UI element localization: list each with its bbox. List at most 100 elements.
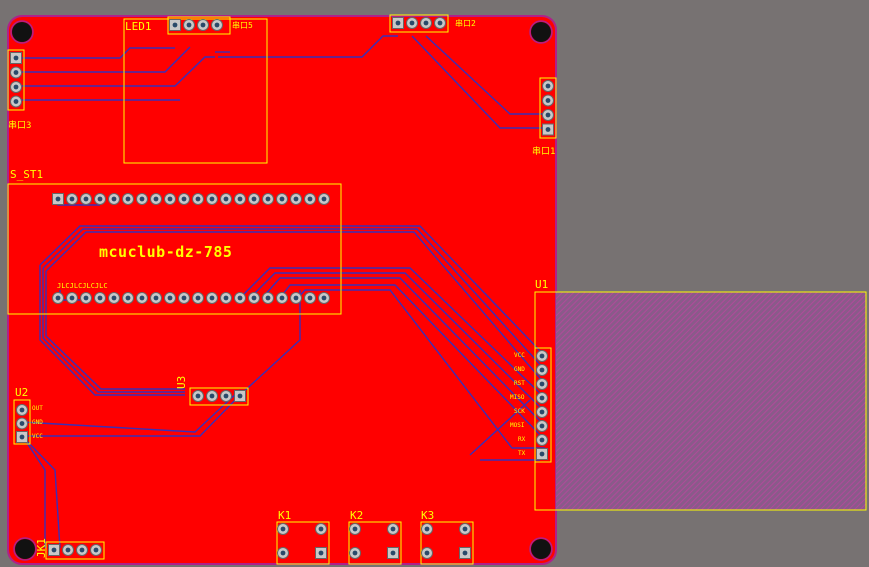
label-s-st1: S_ST1 xyxy=(10,168,44,181)
pad-round xyxy=(542,80,554,92)
pad-round xyxy=(536,406,548,418)
mounting-holes xyxy=(10,20,553,561)
pad-round xyxy=(206,292,218,304)
pad-round xyxy=(192,390,204,402)
pad-round xyxy=(80,193,92,205)
pad-round xyxy=(420,17,432,29)
label-u1: U1 xyxy=(535,278,549,291)
pad-square xyxy=(387,547,399,559)
pad-round xyxy=(122,292,134,304)
pads xyxy=(10,17,554,559)
label-k1: K1 xyxy=(278,509,292,522)
label-s-st1-bottom: JLCJLCJLCJLC xyxy=(57,282,108,290)
pad-round xyxy=(16,404,28,416)
pad-round xyxy=(136,292,148,304)
pad-round xyxy=(178,292,190,304)
pad-round xyxy=(304,292,316,304)
pad-round xyxy=(108,292,120,304)
pad-round xyxy=(234,292,246,304)
pad-round xyxy=(206,390,218,402)
label-con-top-right: 串口2 xyxy=(455,19,476,28)
pad-round xyxy=(421,547,433,559)
pad-round xyxy=(16,417,28,430)
pad-round xyxy=(220,390,232,402)
pad-square xyxy=(48,544,60,556)
pad-round xyxy=(304,193,316,205)
pad-round xyxy=(211,19,223,31)
pad-round xyxy=(164,292,176,304)
pad-round xyxy=(10,81,22,93)
pad-round xyxy=(536,434,548,446)
pad-round xyxy=(536,350,548,362)
pad-square xyxy=(542,123,554,136)
pad-round xyxy=(277,523,289,535)
pad-round xyxy=(248,292,260,304)
pad-round xyxy=(421,523,433,535)
label-u2: U2 xyxy=(15,386,29,399)
pad-square xyxy=(392,17,404,29)
pad-square xyxy=(169,19,181,31)
u1-pin-mosi: MOSI xyxy=(510,422,525,429)
u2-pin-out: OUT xyxy=(32,405,43,412)
u1-pin-gnd: GND xyxy=(514,366,525,373)
pad-round xyxy=(90,544,102,556)
pad-round xyxy=(206,193,218,205)
label-k2: K2 xyxy=(350,509,364,522)
copper-pour xyxy=(9,17,555,563)
pad-round xyxy=(315,523,327,535)
u1-pin-vcc: VCC xyxy=(514,352,525,359)
u1-pin-rx: RX xyxy=(518,436,526,443)
pad-round xyxy=(164,193,176,205)
label-led1: LED1 xyxy=(125,20,152,33)
pad-round xyxy=(220,193,232,205)
label-u3: U3 xyxy=(175,375,188,389)
pad-round xyxy=(536,420,548,432)
pad-square xyxy=(315,547,327,559)
pad-round xyxy=(220,292,232,304)
pad-round xyxy=(406,17,418,29)
u2-pin-gnd: GND xyxy=(32,419,43,426)
traces xyxy=(15,35,548,549)
pad-square xyxy=(52,193,64,205)
pad-round xyxy=(108,193,120,205)
pad-round xyxy=(183,19,195,31)
label-jk1: JK1 xyxy=(35,538,48,558)
pad-square xyxy=(459,547,471,559)
pad-round xyxy=(318,193,330,205)
pad-round xyxy=(290,193,302,205)
label-con-left: 串口3 xyxy=(8,121,32,131)
pad-round xyxy=(150,193,162,205)
u1-pin-sck: SCK xyxy=(514,408,525,415)
pad-round xyxy=(318,292,330,304)
pad-round xyxy=(290,292,302,304)
pad-round xyxy=(234,193,246,205)
label-k3: K3 xyxy=(421,509,435,522)
pad-round xyxy=(536,392,548,404)
pad-round xyxy=(434,17,446,29)
pad-round xyxy=(192,193,204,205)
label-con-top-left: 串口5 xyxy=(232,21,253,30)
pad-round xyxy=(349,547,361,559)
pad-round xyxy=(536,364,548,376)
pad-square xyxy=(234,390,246,402)
pad-round xyxy=(10,95,22,108)
u1-pin-tx: TX xyxy=(518,450,526,457)
pad-round xyxy=(122,193,134,205)
pad-square xyxy=(16,431,28,443)
pad-round xyxy=(66,292,78,304)
board-title: mcuclub-dz-785 xyxy=(99,243,233,261)
pad-round xyxy=(80,292,92,304)
pad-round xyxy=(262,292,274,304)
pad-round xyxy=(136,193,148,205)
pad-round xyxy=(542,109,554,121)
pad-round xyxy=(94,193,106,205)
pad-round xyxy=(248,193,260,205)
pad-round xyxy=(277,547,289,559)
pad-round xyxy=(10,66,22,79)
pad-round xyxy=(262,193,274,205)
pad-round xyxy=(276,193,288,205)
pad-round xyxy=(192,292,204,304)
pad-round xyxy=(542,94,554,107)
u2-pin-vcc: VCC xyxy=(32,433,43,440)
